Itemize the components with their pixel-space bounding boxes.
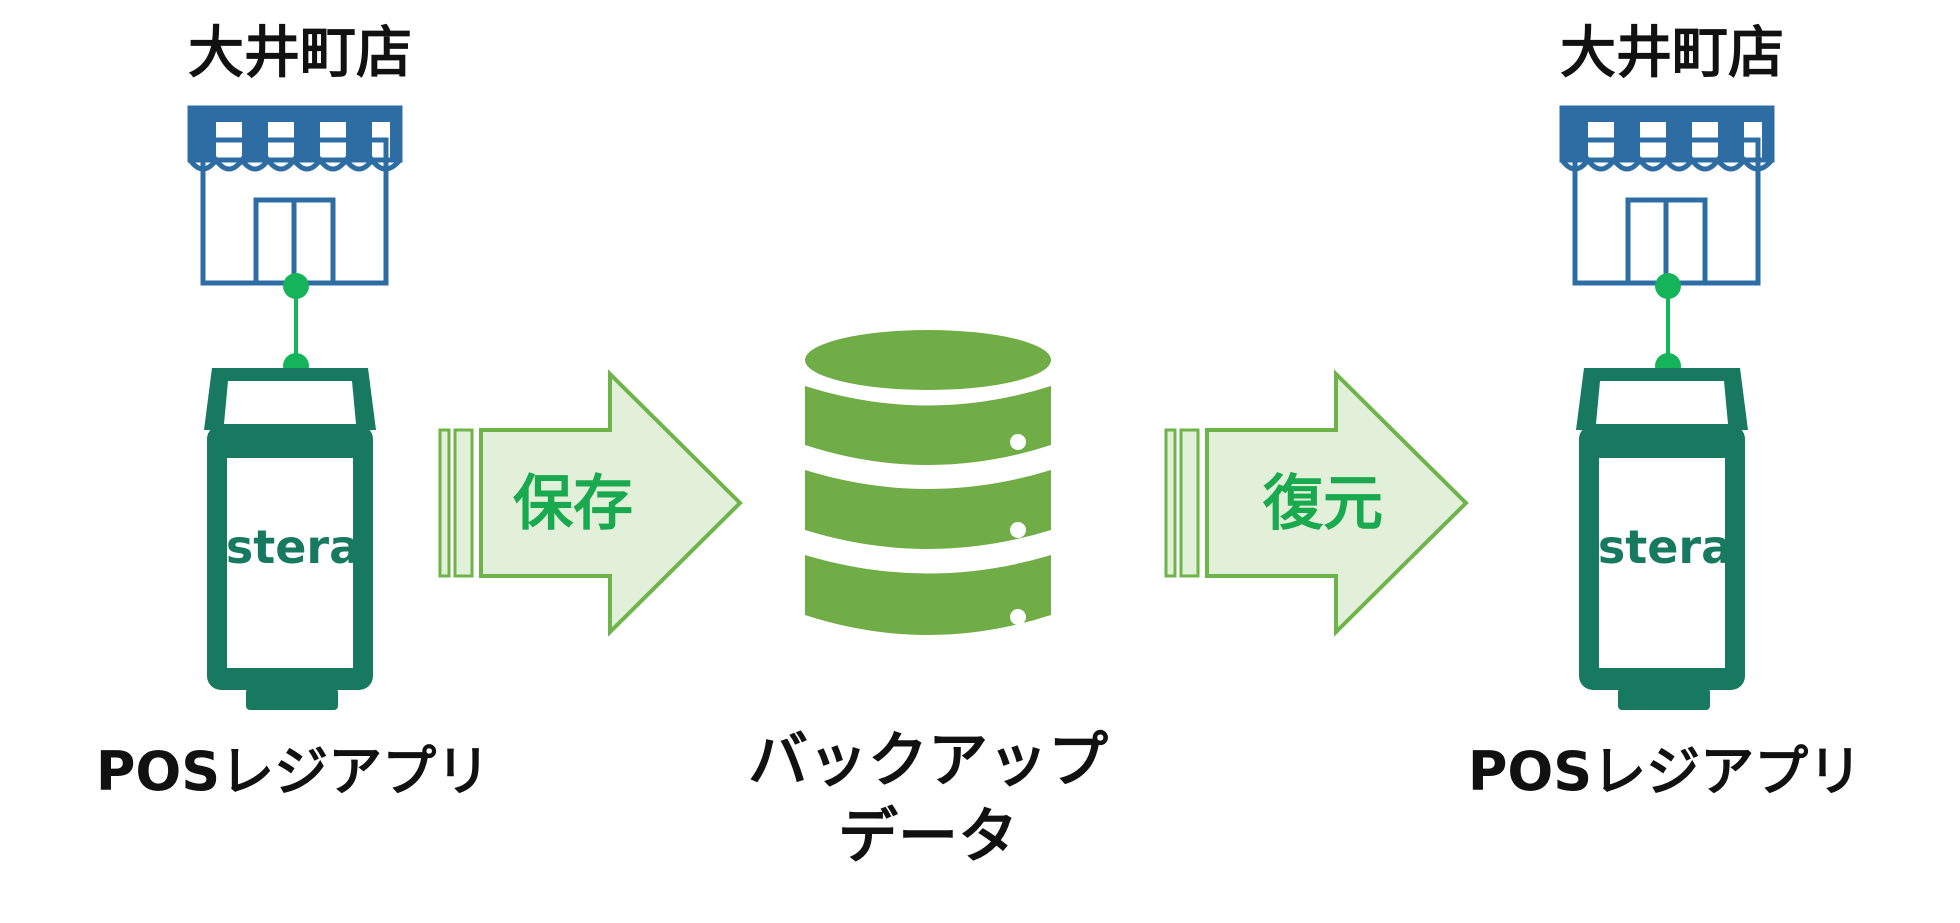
left-storefront-icon xyxy=(190,108,400,283)
left-brand-label: stera xyxy=(226,520,360,574)
database-icon xyxy=(805,330,1051,635)
db-light-1 xyxy=(1010,434,1026,450)
backup-label-line2: データ xyxy=(838,802,1018,872)
save-arrow: 保存 xyxy=(438,372,742,634)
restore-arrow: 復元 xyxy=(1164,372,1468,634)
restore-arrow-label: 復元 xyxy=(1262,469,1383,539)
db-light-2 xyxy=(1010,522,1026,538)
right-store-group: 大井町店 stera POSレジアプリ xyxy=(1468,21,1862,803)
left-store-title: 大井町店 xyxy=(188,21,412,86)
backup-label-line1: バックアップ xyxy=(748,726,1108,796)
right-connector xyxy=(1653,271,1683,381)
right-store-title: 大井町店 xyxy=(1560,21,1784,86)
right-brand-label: stera xyxy=(1598,520,1732,574)
right-device-label: POSレジアプリ xyxy=(1468,740,1862,803)
left-connector xyxy=(281,271,311,381)
right-storefront-icon xyxy=(1562,108,1772,283)
left-store-group: 大井町店 stera POSレジアプリ xyxy=(96,21,490,803)
save-arrow-label: 保存 xyxy=(513,469,633,539)
db-light-3 xyxy=(1010,609,1026,625)
left-device-label: POSレジアプリ xyxy=(96,740,490,803)
